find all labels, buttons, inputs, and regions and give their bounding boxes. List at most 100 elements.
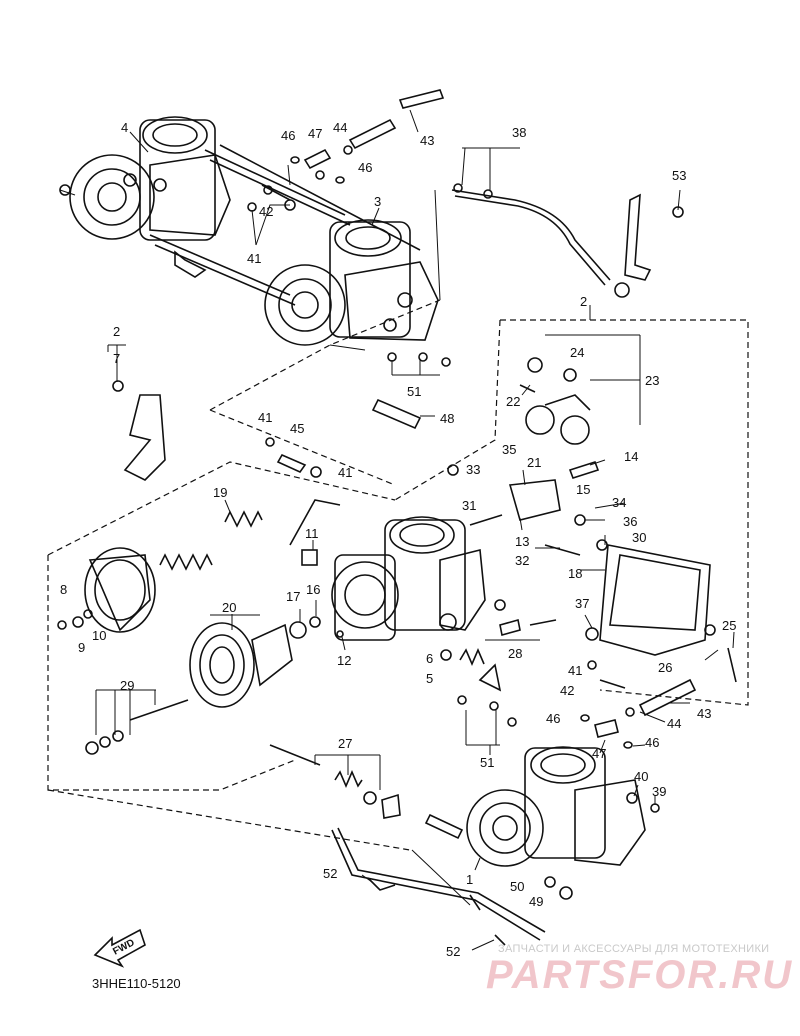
tube-48 <box>371 398 422 430</box>
callout-44: 44 <box>667 716 681 731</box>
callout-53: 53 <box>672 168 686 183</box>
carburetor-center <box>331 516 486 641</box>
callout-44: 44 <box>333 120 347 135</box>
callout-47: 47 <box>308 126 322 141</box>
callout-52: 52 <box>323 866 337 881</box>
callout-46: 46 <box>281 128 295 143</box>
callout-48: 48 <box>440 411 454 426</box>
callout-41: 41 <box>258 410 272 425</box>
callout-2: 2 <box>113 324 120 339</box>
carburetor-4 <box>59 116 231 241</box>
callout-13: 13 <box>515 534 529 549</box>
watermark-tagline: ЗАПЧАСТИ И АКСЕССУАРЫ ДЛЯ МОТОТЕХНИКИ <box>498 943 770 955</box>
callout-15: 15 <box>576 482 590 497</box>
callout-47: 47 <box>592 746 606 761</box>
dashed-group-float <box>209 299 749 706</box>
callout-42: 42 <box>259 204 273 219</box>
callout-51: 51 <box>407 384 421 399</box>
callout-2: 2 <box>580 294 587 309</box>
leader-lines <box>129 109 735 951</box>
callout-5: 5 <box>426 671 433 686</box>
callout-25: 25 <box>722 618 736 633</box>
dashed-group-diaphragm <box>47 461 411 851</box>
screws-51-upper <box>387 352 451 376</box>
callout-36: 36 <box>623 514 637 529</box>
screws-51-lower <box>457 695 517 755</box>
diagram-code: 3HHE110-5120 <box>92 976 181 991</box>
callout-33: 33 <box>466 462 480 477</box>
nuts-49-50 <box>544 876 573 900</box>
callout-14: 14 <box>624 449 638 464</box>
top-hardware <box>247 89 445 212</box>
callout-29: 29 <box>120 678 134 693</box>
callout-46: 46 <box>645 735 659 750</box>
fwd-arrow: FWD <box>93 928 146 968</box>
small-parts-11-12-16-17 <box>289 499 344 639</box>
callout-51: 51 <box>480 755 494 770</box>
callout-35: 35 <box>502 442 516 457</box>
callout-32: 32 <box>515 553 529 568</box>
callout-16: 16 <box>306 582 320 597</box>
callout-26: 26 <box>658 660 672 675</box>
callout-18: 18 <box>568 566 582 581</box>
callout-22: 22 <box>506 394 520 409</box>
callout-49: 49 <box>529 894 543 909</box>
carburetor-3 <box>264 189 441 351</box>
callout-46: 46 <box>358 160 372 175</box>
diaphragm-cover <box>57 547 156 633</box>
callout-40: 40 <box>634 769 648 784</box>
callout-3: 3 <box>374 194 381 209</box>
callout-41: 41 <box>338 465 352 480</box>
float-parts-13-35 <box>447 461 608 556</box>
callout-52: 52 <box>446 944 460 959</box>
callout-21: 21 <box>527 455 541 470</box>
callout-17: 17 <box>286 589 300 604</box>
callout-23: 23 <box>645 373 659 388</box>
bracket-53 <box>624 193 684 281</box>
fwd-label: FWD <box>111 937 136 957</box>
joint-45 <box>265 437 322 478</box>
callout-41: 41 <box>568 663 582 678</box>
carburetor-1 <box>424 746 660 867</box>
right-hardware <box>580 660 697 749</box>
callout-6: 6 <box>426 651 433 666</box>
callout-37: 37 <box>575 596 589 611</box>
callout-7: 7 <box>113 351 120 366</box>
callout-10: 10 <box>92 628 106 643</box>
bracket-7 <box>107 344 166 481</box>
callout-50: 50 <box>510 879 524 894</box>
callout-12: 12 <box>337 653 351 668</box>
callout-4: 4 <box>121 120 128 135</box>
callout-1: 1 <box>466 872 473 887</box>
callout-38: 38 <box>512 125 526 140</box>
watermark-brand[interactable]: PARTSFOR.RU <box>486 953 794 997</box>
callout-8: 8 <box>60 582 67 597</box>
throttle-parts-28 <box>440 599 599 692</box>
callout-27: 27 <box>338 736 352 751</box>
pilot-screw-set-27 <box>269 744 401 819</box>
throttle-cable-38 <box>451 147 630 298</box>
callout-30: 30 <box>632 530 646 545</box>
piston-valve-20 <box>189 614 293 708</box>
callout-42: 42 <box>560 683 574 698</box>
callout-45: 45 <box>290 421 304 436</box>
callout-24: 24 <box>570 345 584 360</box>
callout-46: 46 <box>546 711 560 726</box>
callout-31: 31 <box>462 498 476 513</box>
spring-19 <box>159 510 263 571</box>
connecting-rods <box>149 144 421 306</box>
callout-11: 11 <box>305 526 319 541</box>
needle-set-29 <box>85 689 189 755</box>
callout-39: 39 <box>652 784 666 799</box>
callout-41: 41 <box>247 251 261 266</box>
callout-9: 9 <box>78 640 85 655</box>
callout-19: 19 <box>213 485 227 500</box>
float-chamber-18 <box>599 544 737 683</box>
callouts: 4 46 47 44 43 46 38 53 42 3 41 2 2 7 24 … <box>60 120 736 959</box>
callout-43: 43 <box>420 133 434 148</box>
callout-28: 28 <box>508 646 522 661</box>
callout-20: 20 <box>222 600 236 615</box>
callout-43: 43 <box>697 706 711 721</box>
callout-34: 34 <box>612 495 626 510</box>
